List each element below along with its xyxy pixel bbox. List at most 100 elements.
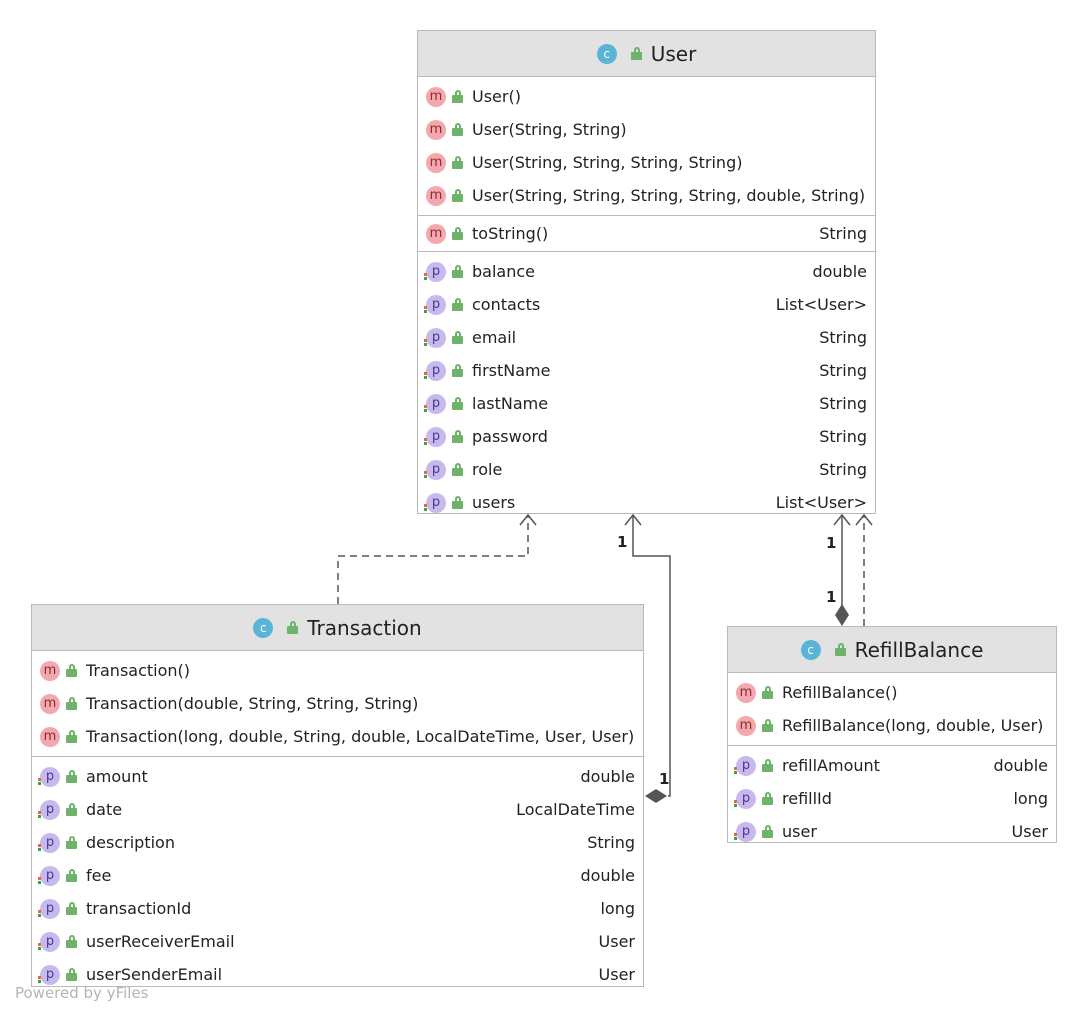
member-name: Transaction() [86, 661, 191, 680]
public-lock-icon [452, 462, 464, 477]
member-type: User [1011, 822, 1048, 841]
public-lock-icon [452, 396, 464, 411]
member-type: String [819, 460, 867, 479]
public-lock-icon [452, 363, 464, 378]
property-icon: p [424, 261, 446, 282]
class-refillbalance-header[interactable]: c RefillBalance [728, 627, 1056, 673]
public-lock-icon [452, 122, 464, 137]
association-transaction-user [632, 515, 671, 797]
member-name: description [86, 833, 175, 852]
member-type: List<User> [775, 295, 867, 314]
member-row[interactable]: m Transaction() [32, 654, 643, 687]
member-row[interactable]: p lastName String [418, 387, 875, 420]
member-name: Transaction(double, String, String, Stri… [86, 694, 419, 713]
public-lock-icon [834, 642, 847, 657]
public-lock-icon [66, 663, 78, 678]
member-row[interactable]: p password String [418, 420, 875, 453]
member-name: amount [86, 767, 148, 786]
footer-watermark: Powered by yFiles [15, 984, 149, 1002]
property-icon: p [424, 426, 446, 447]
member-name: role [472, 460, 503, 479]
member-name: refillId [782, 789, 832, 808]
public-lock-icon [762, 824, 774, 839]
property-icon: p [424, 294, 446, 315]
method-icon: m [426, 223, 446, 244]
multiplicity-user-transaction-top: 1 [617, 533, 628, 551]
member-type: User [598, 965, 635, 984]
member-type: LocalDateTime [516, 800, 635, 819]
member-row[interactable]: p role String [418, 453, 875, 486]
property-icon: p [734, 755, 756, 776]
dependency-transaction-user-arrowhead [519, 513, 537, 526]
method-icon: m [40, 726, 60, 747]
member-name: balance [472, 262, 535, 281]
class-user-header[interactable]: c User [418, 31, 875, 77]
property-icon: p [38, 766, 60, 787]
member-name: lastName [472, 394, 549, 413]
public-lock-icon [452, 429, 464, 444]
member-name: refillAmount [782, 756, 880, 775]
association-refill-user-arrowhead [833, 513, 851, 526]
public-lock-icon [762, 758, 774, 773]
public-lock-icon [66, 802, 78, 817]
property-icon: p [424, 393, 446, 414]
member-type: String [819, 394, 867, 413]
member-row[interactable]: m Transaction(double, String, String, Str… [32, 687, 643, 720]
public-lock-icon [66, 835, 78, 850]
class-icon: c [596, 43, 617, 64]
member-row[interactable]: m User(String, String, String, String, do… [418, 179, 875, 212]
class-transaction-header[interactable]: c Transaction [32, 605, 643, 651]
public-lock-icon [452, 89, 464, 104]
method-icon: m [40, 693, 60, 714]
member-type: long [600, 899, 635, 918]
method-icon: m [736, 715, 756, 736]
method-icon: m [40, 660, 60, 681]
composition-diamond-transaction [645, 789, 667, 803]
class-icon: c [253, 617, 274, 638]
multiplicity-user-refill-bottom: 1 [826, 588, 837, 606]
member-name: User(String, String, String, String, dou… [472, 186, 866, 205]
public-lock-icon [66, 868, 78, 883]
property-icon: p [424, 459, 446, 480]
member-name: userSenderEmail [86, 965, 223, 984]
property-icon: p [38, 898, 60, 919]
class-user-title: User [650, 41, 697, 66]
public-lock-icon [452, 155, 464, 170]
member-name: fee [86, 866, 112, 885]
member-type: String [819, 224, 867, 243]
member-type: String [819, 427, 867, 446]
member-name: email [472, 328, 517, 347]
method-icon: m [426, 185, 446, 206]
public-lock-icon [452, 226, 464, 241]
member-name: user [782, 822, 817, 841]
member-name: password [472, 427, 548, 446]
